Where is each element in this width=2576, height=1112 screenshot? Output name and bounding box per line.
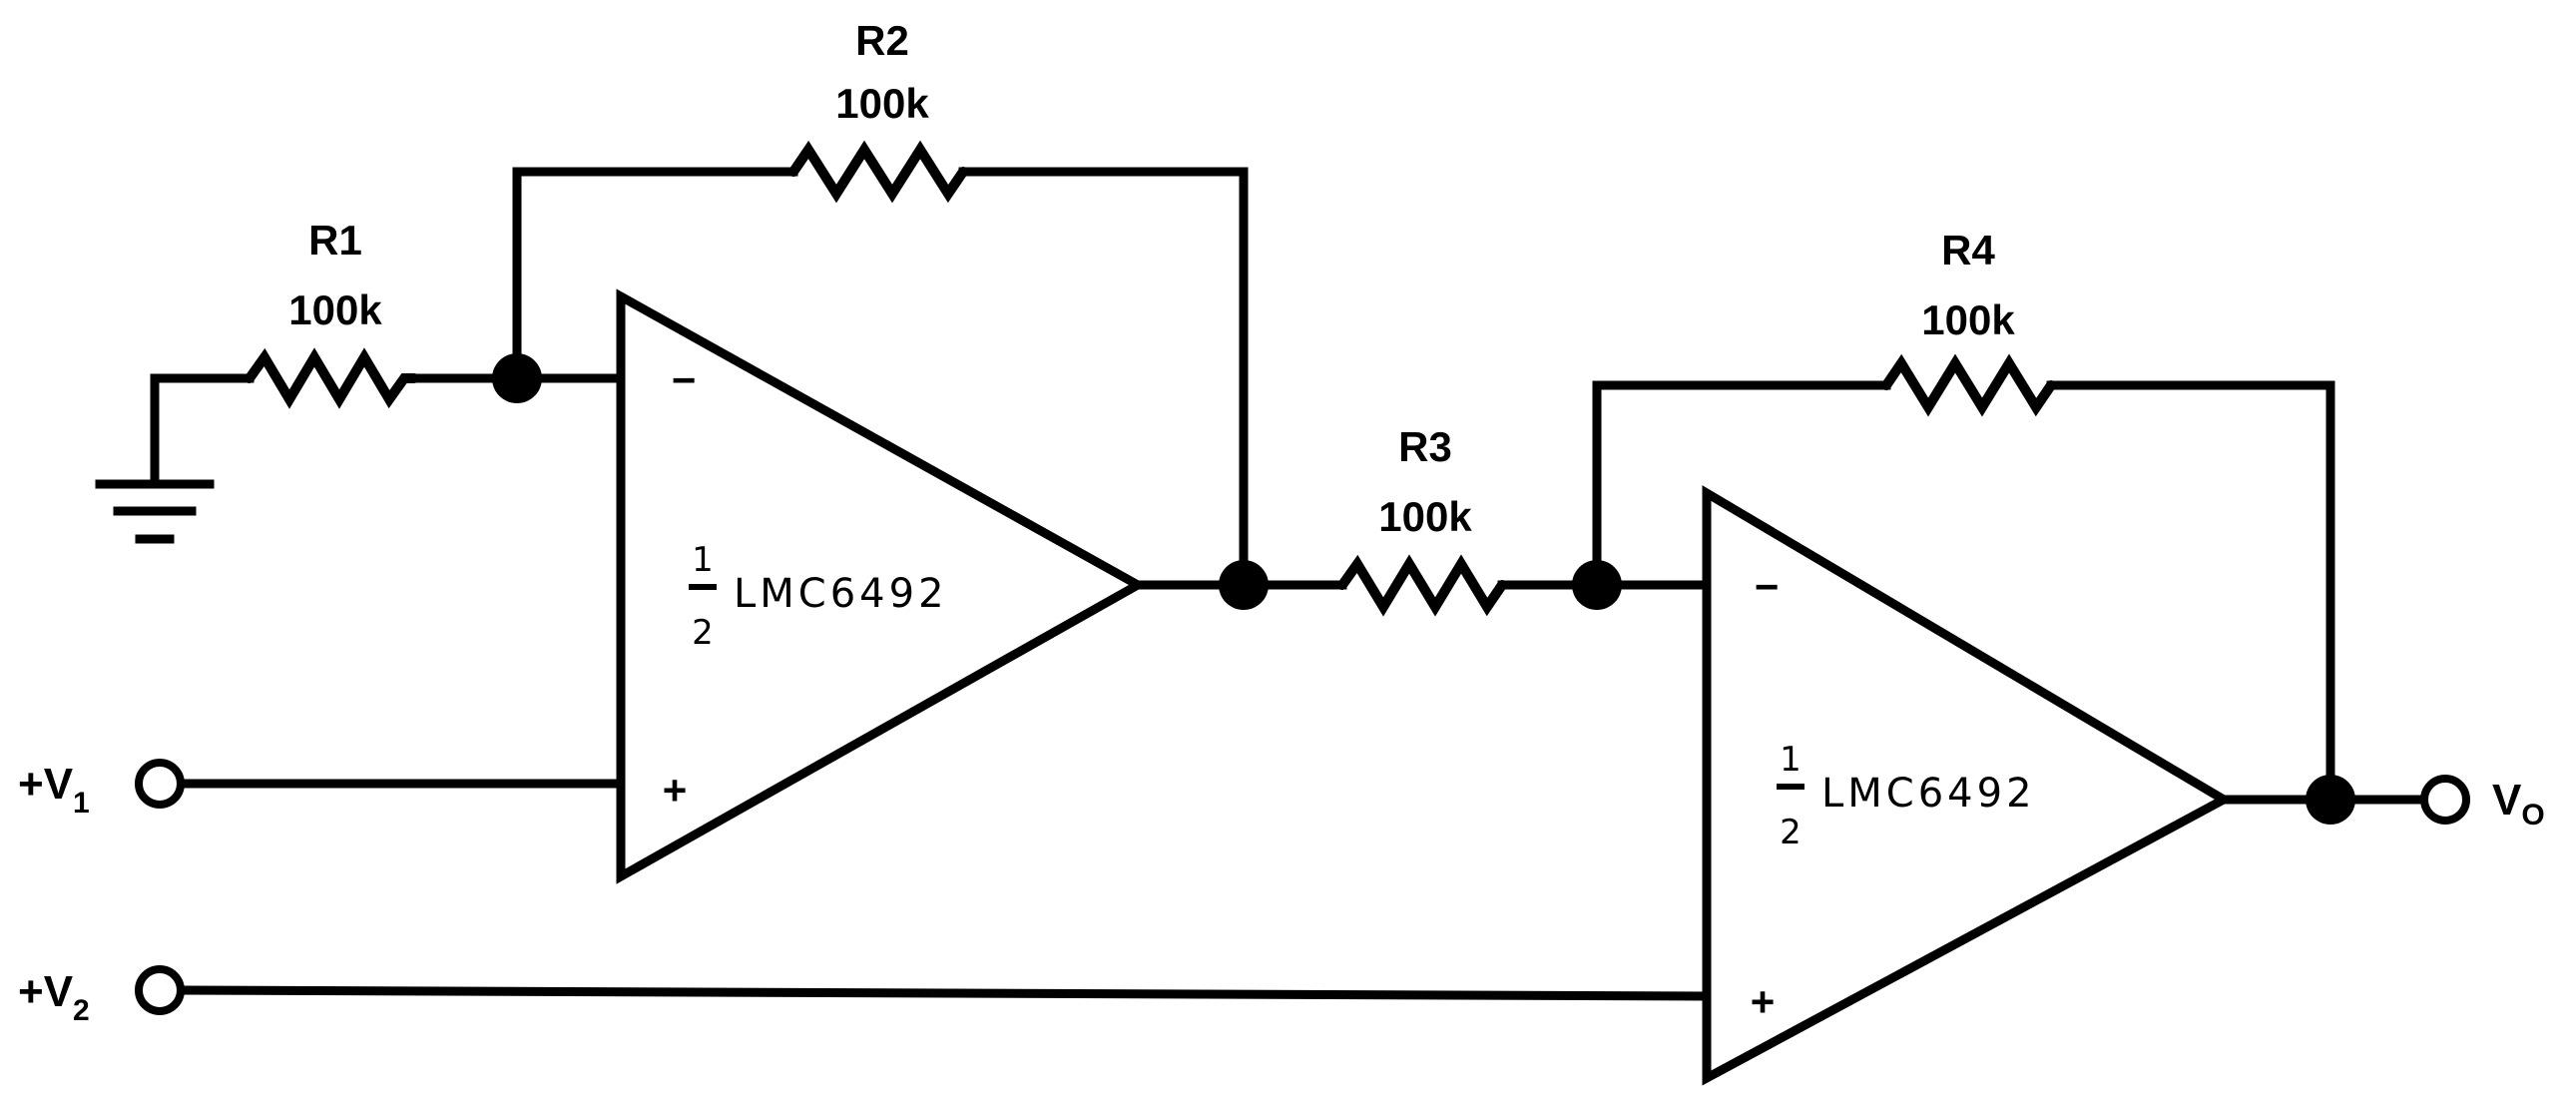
opamp-u1: − + 1 2 LMC6492 — [616, 288, 1148, 884]
v1-subscript: 1 — [73, 787, 90, 820]
u2-part-number: LMC6492 — [1821, 771, 2036, 817]
u1-part-number: LMC6492 — [734, 571, 948, 617]
junctions — [492, 353, 2355, 825]
vo-prefix: V — [2492, 776, 2522, 825]
v2-label: +V2 — [18, 967, 90, 1027]
resistor-r2: R2 100k — [788, 17, 968, 204]
terminal-v2: +V2 — [18, 965, 185, 1027]
v1-prefix: +V — [18, 760, 74, 809]
resistor-r4: R4 100k — [1881, 227, 2056, 417]
terminal-circle-icon — [2420, 775, 2470, 825]
opamp-triangle-icon — [616, 288, 1148, 884]
u2-fraction-denominator: 2 — [1780, 813, 1802, 852]
r2-name: R2 — [855, 17, 909, 64]
v2-subscript: 2 — [73, 994, 90, 1027]
resistor-icon — [245, 347, 419, 409]
terminal-vo: VO — [2420, 775, 2545, 832]
terminal-circle-icon — [135, 759, 185, 809]
resistor-icon — [1337, 554, 1507, 617]
wire-r2-right — [958, 167, 1249, 590]
r3-value: 100k — [1378, 493, 1472, 540]
wires — [150, 167, 2428, 1001]
v1-label: +V1 — [18, 760, 90, 820]
ground-icon — [95, 479, 215, 544]
u2-inverting-symbol: − — [1755, 563, 1780, 610]
u1-fraction-numerator: 1 — [692, 540, 714, 580]
r4-name: R4 — [1941, 227, 1995, 274]
r1-name: R1 — [308, 217, 362, 264]
r4-value: 100k — [1921, 296, 2015, 343]
vo-subscript: O — [2521, 799, 2544, 832]
opamp-triangle-icon — [1702, 485, 2234, 1086]
opamp-u2: − + 1 2 LMC6492 — [1702, 485, 2234, 1086]
v2-prefix: +V — [18, 967, 74, 1016]
r3-name: R3 — [1398, 423, 1452, 470]
wire-r4-left — [1592, 380, 1891, 590]
u1-fraction-denominator: 2 — [692, 613, 714, 653]
junction-node-a — [492, 353, 542, 403]
r1-value: 100k — [288, 286, 382, 333]
resistor-icon — [1881, 353, 2056, 417]
u2-noninverting-symbol: + — [1751, 978, 1776, 1025]
junction-node-d — [2306, 775, 2355, 825]
resistor-icon — [788, 140, 968, 204]
vo-label: VO — [2492, 776, 2545, 832]
u1-noninverting-symbol: + — [663, 767, 688, 814]
u1-inverting-symbol: − — [672, 356, 697, 403]
resistor-r3: R3 100k — [1337, 423, 1507, 617]
junction-node-c — [1572, 560, 1622, 610]
wire-r4-right — [2046, 380, 2335, 805]
wire-r2-left — [512, 167, 798, 383]
wire-ground-r1 — [150, 373, 255, 486]
u2-fraction-numerator: 1 — [1780, 740, 1802, 780]
terminal-v1: +V1 — [18, 759, 185, 820]
r2-value: 100k — [835, 80, 929, 127]
terminal-circle-icon — [135, 965, 185, 1015]
wire-v2-u2-noninv — [177, 985, 1712, 1001]
junction-node-b — [1219, 560, 1269, 610]
resistor-r1: R1 100k — [245, 217, 419, 409]
